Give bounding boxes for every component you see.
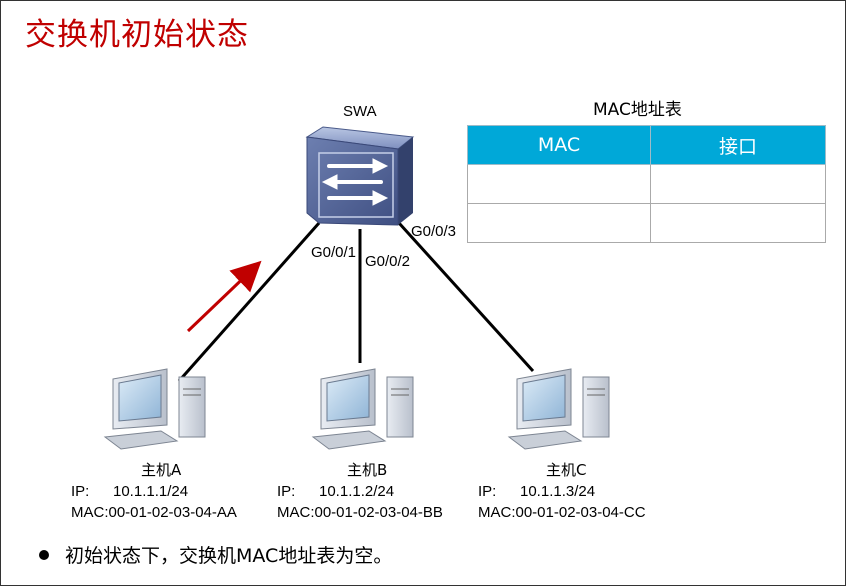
mac-table-header-port: 接口: [650, 125, 826, 165]
slide-title: 交换机初始状态: [25, 17, 249, 53]
host-c-name: 主机C: [546, 461, 587, 479]
host-a-ip: 10.1.1.1/24: [113, 483, 189, 500]
host-c-info: IP: 10.1.1.3/24 MAC:00-01-02-03-04-CC: [478, 481, 646, 523]
switch-icon[interactable]: [305, 126, 415, 226]
host-a-info: IP: 10.1.1.1/24 MAC:00-01-02-03-04-AA: [71, 481, 237, 523]
table-row: [467, 164, 826, 204]
table-cell: [650, 203, 826, 243]
table-cell: [467, 203, 651, 243]
table-cell: [650, 164, 826, 204]
mac-address-table: MAC 接口: [467, 125, 826, 243]
switch-label: SWA: [343, 103, 377, 120]
host-b-ip-label: IP:: [277, 483, 296, 500]
mac-table-header-mac: MAC: [467, 125, 651, 165]
host-c-ip-label: IP:: [478, 483, 497, 500]
table-row: [467, 203, 826, 243]
host-b-ip: 10.1.1.2/24: [319, 483, 395, 500]
host-a-ip-label: IP:: [71, 483, 90, 500]
port-label-g002: G0/0/2: [365, 253, 411, 270]
link-host-a: [177, 222, 321, 382]
host-b-mac: MAC:00-01-02-03-04-BB: [277, 504, 443, 521]
host-c-mac: MAC:00-01-02-03-04-CC: [478, 504, 646, 521]
host-c-computer-icon[interactable]: [507, 368, 610, 450]
bullet-icon: [39, 549, 49, 560]
host-a-name: 主机A: [141, 461, 182, 479]
mac-table-header-row: MAC 接口: [467, 125, 826, 165]
host-b-name: 主机B: [347, 461, 388, 479]
note-text: 初始状态下，交换机MAC地址表为空。: [65, 545, 393, 567]
mac-table-title: MAC地址表: [593, 100, 682, 120]
bullet-note: 初始状态下，交换机MAC地址表为空。: [39, 541, 392, 568]
link-host-c: [397, 221, 535, 373]
host-a-computer-icon[interactable]: [103, 368, 206, 450]
frame-direction-arrow: [186, 260, 262, 333]
table-cell: [467, 164, 651, 204]
port-label-g003: G0/0/3: [411, 223, 457, 240]
host-c-ip: 10.1.1.3/24: [520, 483, 596, 500]
host-b-info: IP: 10.1.1.2/24 MAC:00-01-02-03-04-BB: [277, 481, 443, 523]
port-label-g001: G0/0/1: [311, 244, 357, 261]
host-a-mac: MAC:00-01-02-03-04-AA: [71, 504, 237, 521]
host-b-computer-icon[interactable]: [311, 368, 414, 450]
